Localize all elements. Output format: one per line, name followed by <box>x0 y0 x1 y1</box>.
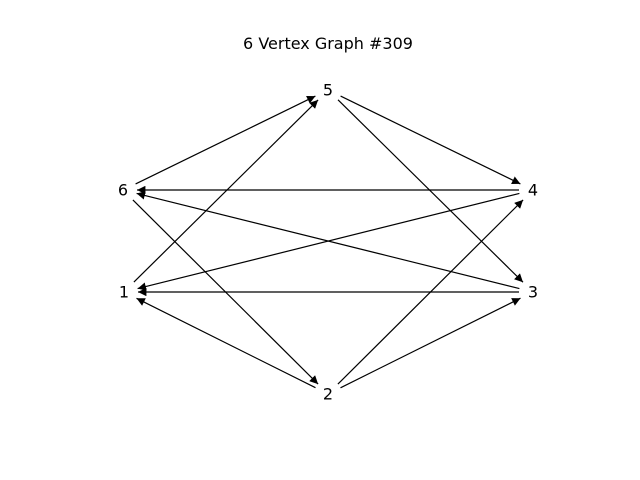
nodes-layer: 5 6 4 1 3 2 <box>118 81 538 404</box>
vertex-1: 1 <box>119 283 129 302</box>
edges-layer <box>132 95 524 389</box>
edge-4-to-1 <box>137 192 520 291</box>
edge-5-to-3 <box>337 99 524 283</box>
vertex-2: 2 <box>323 385 333 404</box>
edge-2-to-3 <box>340 297 521 389</box>
vertex-5: 5 <box>323 81 333 100</box>
edge-2-to-4 <box>337 199 524 385</box>
vertex-3: 3 <box>528 283 538 302</box>
edge-1-to-5 <box>133 99 319 283</box>
edge-5-to-4 <box>340 95 521 185</box>
vertex-4: 4 <box>528 181 538 200</box>
edge-2-to-1 <box>136 297 316 389</box>
graph-title: 6 Vertex Graph #309 <box>243 34 413 53</box>
vertex-6: 6 <box>118 181 128 200</box>
edge-6-to-5 <box>135 95 316 185</box>
